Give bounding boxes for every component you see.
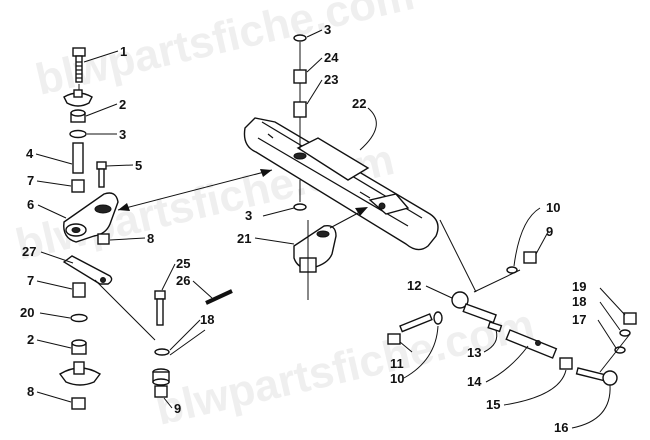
nut-part-9-right	[523, 251, 537, 264]
rod-part-13	[487, 321, 503, 333]
ball-joint-part-12	[451, 291, 497, 324]
callout-9-middle: 9	[174, 401, 181, 416]
assembly-lines	[78, 42, 631, 373]
callout-10-top: 10	[546, 200, 560, 215]
callout-23: 23	[324, 72, 338, 87]
nut-part-8-bottom	[71, 397, 86, 410]
callout-18-middle: 18	[200, 312, 214, 327]
bolt-part-1	[72, 47, 86, 83]
callout-10-lower: 10	[390, 371, 404, 386]
mount-part-21	[293, 225, 337, 273]
nut-part-8-top	[97, 233, 110, 245]
left-stack-assembly	[58, 47, 119, 410]
callout-9-right: 9	[546, 224, 553, 239]
nut-part-19	[623, 312, 637, 325]
callout-19: 19	[572, 279, 586, 294]
arm-assembly-part-22	[243, 117, 439, 251]
watermark-text-1: blwpartsfiche.com	[31, 0, 418, 105]
middle-bolt-group	[152, 289, 233, 398]
callout-8-top: 8	[147, 231, 154, 246]
bushing-part-24	[293, 69, 307, 84]
callout-labels: 1 2 3 4 5 7 6 8 27 7 20 2 8 25 26 18 9 3…	[20, 22, 586, 435]
knob-part-top	[63, 89, 93, 107]
nut-part-2-top	[70, 109, 86, 123]
bolt-part-11	[387, 313, 433, 345]
callout-2-bottom: 2	[27, 332, 34, 347]
callout-11: 11	[390, 356, 404, 371]
washer-part-3-left	[69, 129, 87, 139]
callout-18-right: 18	[572, 294, 586, 309]
knob-part-bottom	[58, 361, 102, 386]
nut-part-15	[559, 357, 573, 370]
plate-part-27	[62, 255, 113, 285]
bracket-part-6	[63, 192, 119, 243]
callout-6: 6	[27, 197, 34, 212]
callout-leaders	[35, 29, 626, 429]
bushing-part-23	[293, 101, 307, 118]
washer-part-20	[70, 313, 88, 323]
callout-8-bottom: 8	[27, 384, 34, 399]
rod-end-part-16	[575, 367, 618, 386]
callout-13: 13	[467, 345, 481, 360]
callout-3-center: 3	[245, 208, 252, 223]
callout-24: 24	[324, 50, 339, 65]
callout-16: 16	[554, 420, 568, 435]
callout-21: 21	[237, 231, 251, 246]
callout-22: 22	[352, 96, 366, 111]
washer-part-17	[614, 346, 626, 354]
callout-25: 25	[176, 256, 190, 271]
turnbuckle-part-14	[505, 329, 558, 359]
callout-3-left: 3	[119, 127, 126, 142]
washer-part-18-right	[619, 329, 631, 337]
bolt-part-5	[96, 161, 107, 188]
callout-2-top: 2	[119, 97, 126, 112]
callout-7-top: 7	[27, 173, 34, 188]
right-linkage-assembly	[387, 251, 637, 386]
callout-12: 12	[407, 278, 421, 293]
callout-4: 4	[26, 146, 34, 161]
callout-17: 17	[572, 312, 586, 327]
nut-part-2-bottom	[71, 339, 87, 355]
callout-1: 1	[120, 44, 127, 59]
washer-part-10-lower	[433, 311, 443, 325]
callout-7-bottom: 7	[27, 273, 34, 288]
callout-5: 5	[135, 158, 142, 173]
callout-3-center-top: 3	[324, 22, 331, 37]
washer-part-3-center-top	[293, 34, 307, 42]
callout-27: 27	[22, 244, 36, 259]
callout-20: 20	[20, 305, 34, 320]
spacer-part-4	[72, 142, 84, 174]
callout-15: 15	[486, 397, 500, 412]
bushing-part-7-top	[71, 179, 85, 193]
callout-14: 14	[467, 374, 482, 389]
washer-part-3-center	[293, 203, 307, 211]
washer-part-10-top	[506, 266, 518, 274]
bushing-part-7-bottom	[72, 282, 86, 298]
callout-26: 26	[176, 273, 190, 288]
spacer-middle	[152, 368, 170, 386]
